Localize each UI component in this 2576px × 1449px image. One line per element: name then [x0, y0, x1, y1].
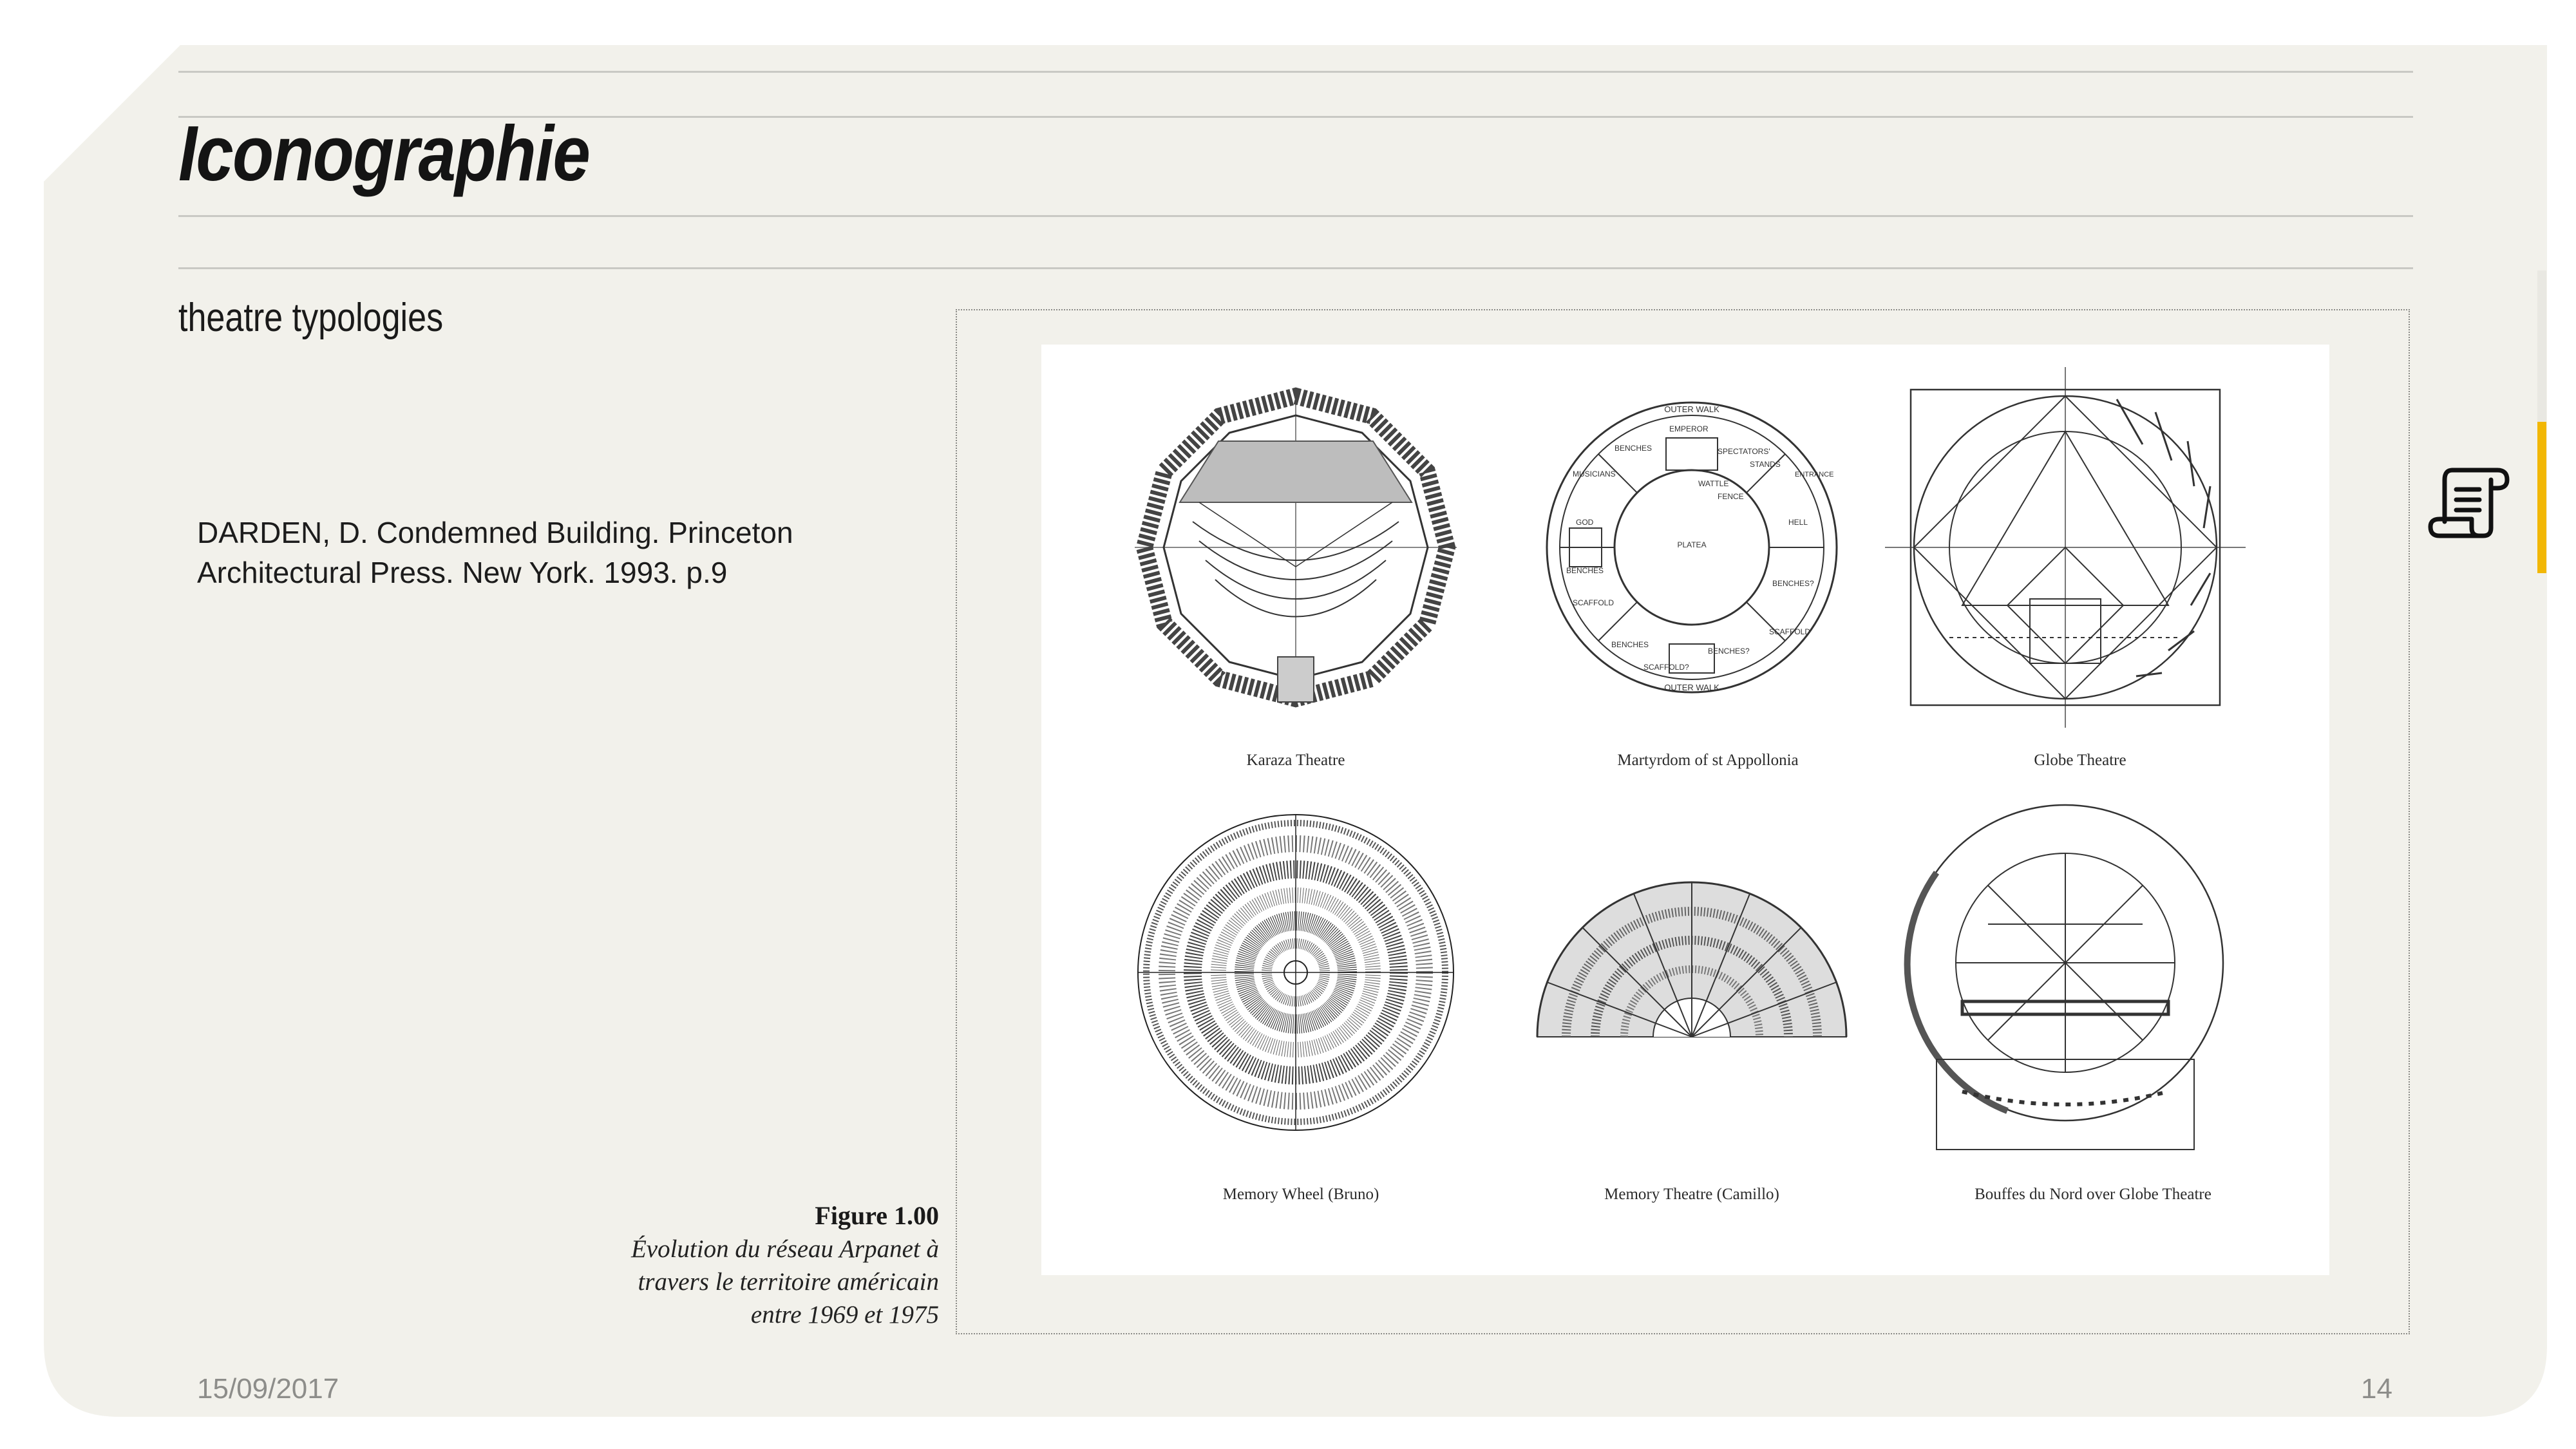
- slide-subtitle: theatre typologies: [178, 296, 444, 340]
- figure-frame: [956, 309, 2410, 1334]
- rule-below-title: [178, 215, 2413, 217]
- slide-scroll-thumb[interactable]: [2537, 422, 2546, 573]
- footer-page-number: 14: [2361, 1373, 2392, 1405]
- appollonia-label-benches-4: BENCHES: [1611, 640, 1649, 649]
- appollonia-label-fence: FENCE: [1718, 492, 1744, 501]
- appollonia-label-hell: HELL: [1788, 518, 1808, 527]
- appollonia-label-benches-2: BENCHES: [1566, 566, 1604, 575]
- appollonia-label-scaffold-1: SCAFFOLD: [1573, 598, 1614, 607]
- theatre-plans-figure: OUTER WALK EMPEROR SPECTATORS' STANDS BE…: [1041, 345, 2329, 1275]
- plan-label-bouffes: Bouffes du Nord over Globe Theatre: [1975, 1186, 2211, 1203]
- slide-title: Iconographie: [178, 109, 591, 197]
- appollonia-label-stands: STANDS: [1750, 460, 1781, 469]
- appollonia-label-benches-1: BENCHES: [1615, 444, 1652, 453]
- figure-number: Figure 1.00: [815, 1201, 939, 1230]
- appollonia-label-outer-walk-bottom: OUTER WALK: [1664, 683, 1719, 692]
- appollonia-label-platea: PLATEA: [1677, 540, 1706, 549]
- caption-line-3: entre 1969 et 1975: [750, 1301, 939, 1329]
- caption-line-2: travers le territoire américain: [638, 1268, 939, 1296]
- figure-caption: Figure 1.00 Évolution du réseau Arpanet …: [488, 1199, 939, 1331]
- globe-theatre-plan: [1885, 367, 2246, 728]
- footer-date: 15/09/2017: [197, 1373, 339, 1405]
- bibliographic-reference: DARDEN, D. Condemned Building. Princeton…: [197, 516, 793, 589]
- appollonia-plan: OUTER WALK EMPEROR SPECTATORS' STANDS BE…: [1546, 401, 1838, 694]
- appollonia-label-outer-walk-top: OUTER WALK: [1664, 404, 1719, 414]
- appollonia-label-god: GOD: [1576, 518, 1594, 527]
- bouffes-du-nord-plan: [1904, 804, 2224, 1150]
- plan-label-appollonia: Martyrdom of st Appollonia: [1617, 752, 1799, 769]
- plan-label-memory-theatre: Memory Theatre (Camillo): [1604, 1186, 1779, 1203]
- caption-line-1: Évolution du réseau Arpanet à: [630, 1235, 939, 1263]
- appollonia-label-entrance: ENTRANCE: [1795, 471, 1834, 478]
- appollonia-label-emperor: EMPEROR: [1669, 424, 1709, 433]
- rule-top: [178, 71, 2413, 73]
- rule-above-title: [178, 116, 2413, 118]
- scroll-document-icon[interactable]: [2427, 457, 2510, 541]
- appollonia-label-benches-5: BENCHES?: [1708, 647, 1750, 656]
- memory-wheel-plan: [1137, 814, 1454, 1131]
- appollonia-label-wattle: WATTLE: [1698, 479, 1728, 488]
- appollonia-label-spectators: SPECTATORS': [1718, 447, 1770, 456]
- appollonia-label-scaffold-2: SCAFFOLD: [1769, 627, 1810, 636]
- memory-theatre-plan: [1536, 881, 1848, 1037]
- appollonia-label-benches-3: BENCHES?: [1772, 579, 1814, 588]
- appollonia-label-musicians: MUSICIANS: [1573, 469, 1616, 478]
- appollonia-label-scaffold-3: SCAFFOLD?: [1643, 663, 1689, 672]
- theatre-plans-drawing: OUTER WALK EMPEROR SPECTATORS' STANDS BE…: [1135, 367, 2246, 1150]
- plan-label-memory-wheel: Memory Wheel (Bruno): [1222, 1186, 1379, 1203]
- plan-label-globe: Globe Theatre: [2034, 752, 2126, 769]
- plan-label-karaza: Karaza Theatre: [1246, 752, 1345, 769]
- rule-above-content: [178, 267, 2413, 269]
- karaza-theatre-plan: [1135, 387, 1457, 708]
